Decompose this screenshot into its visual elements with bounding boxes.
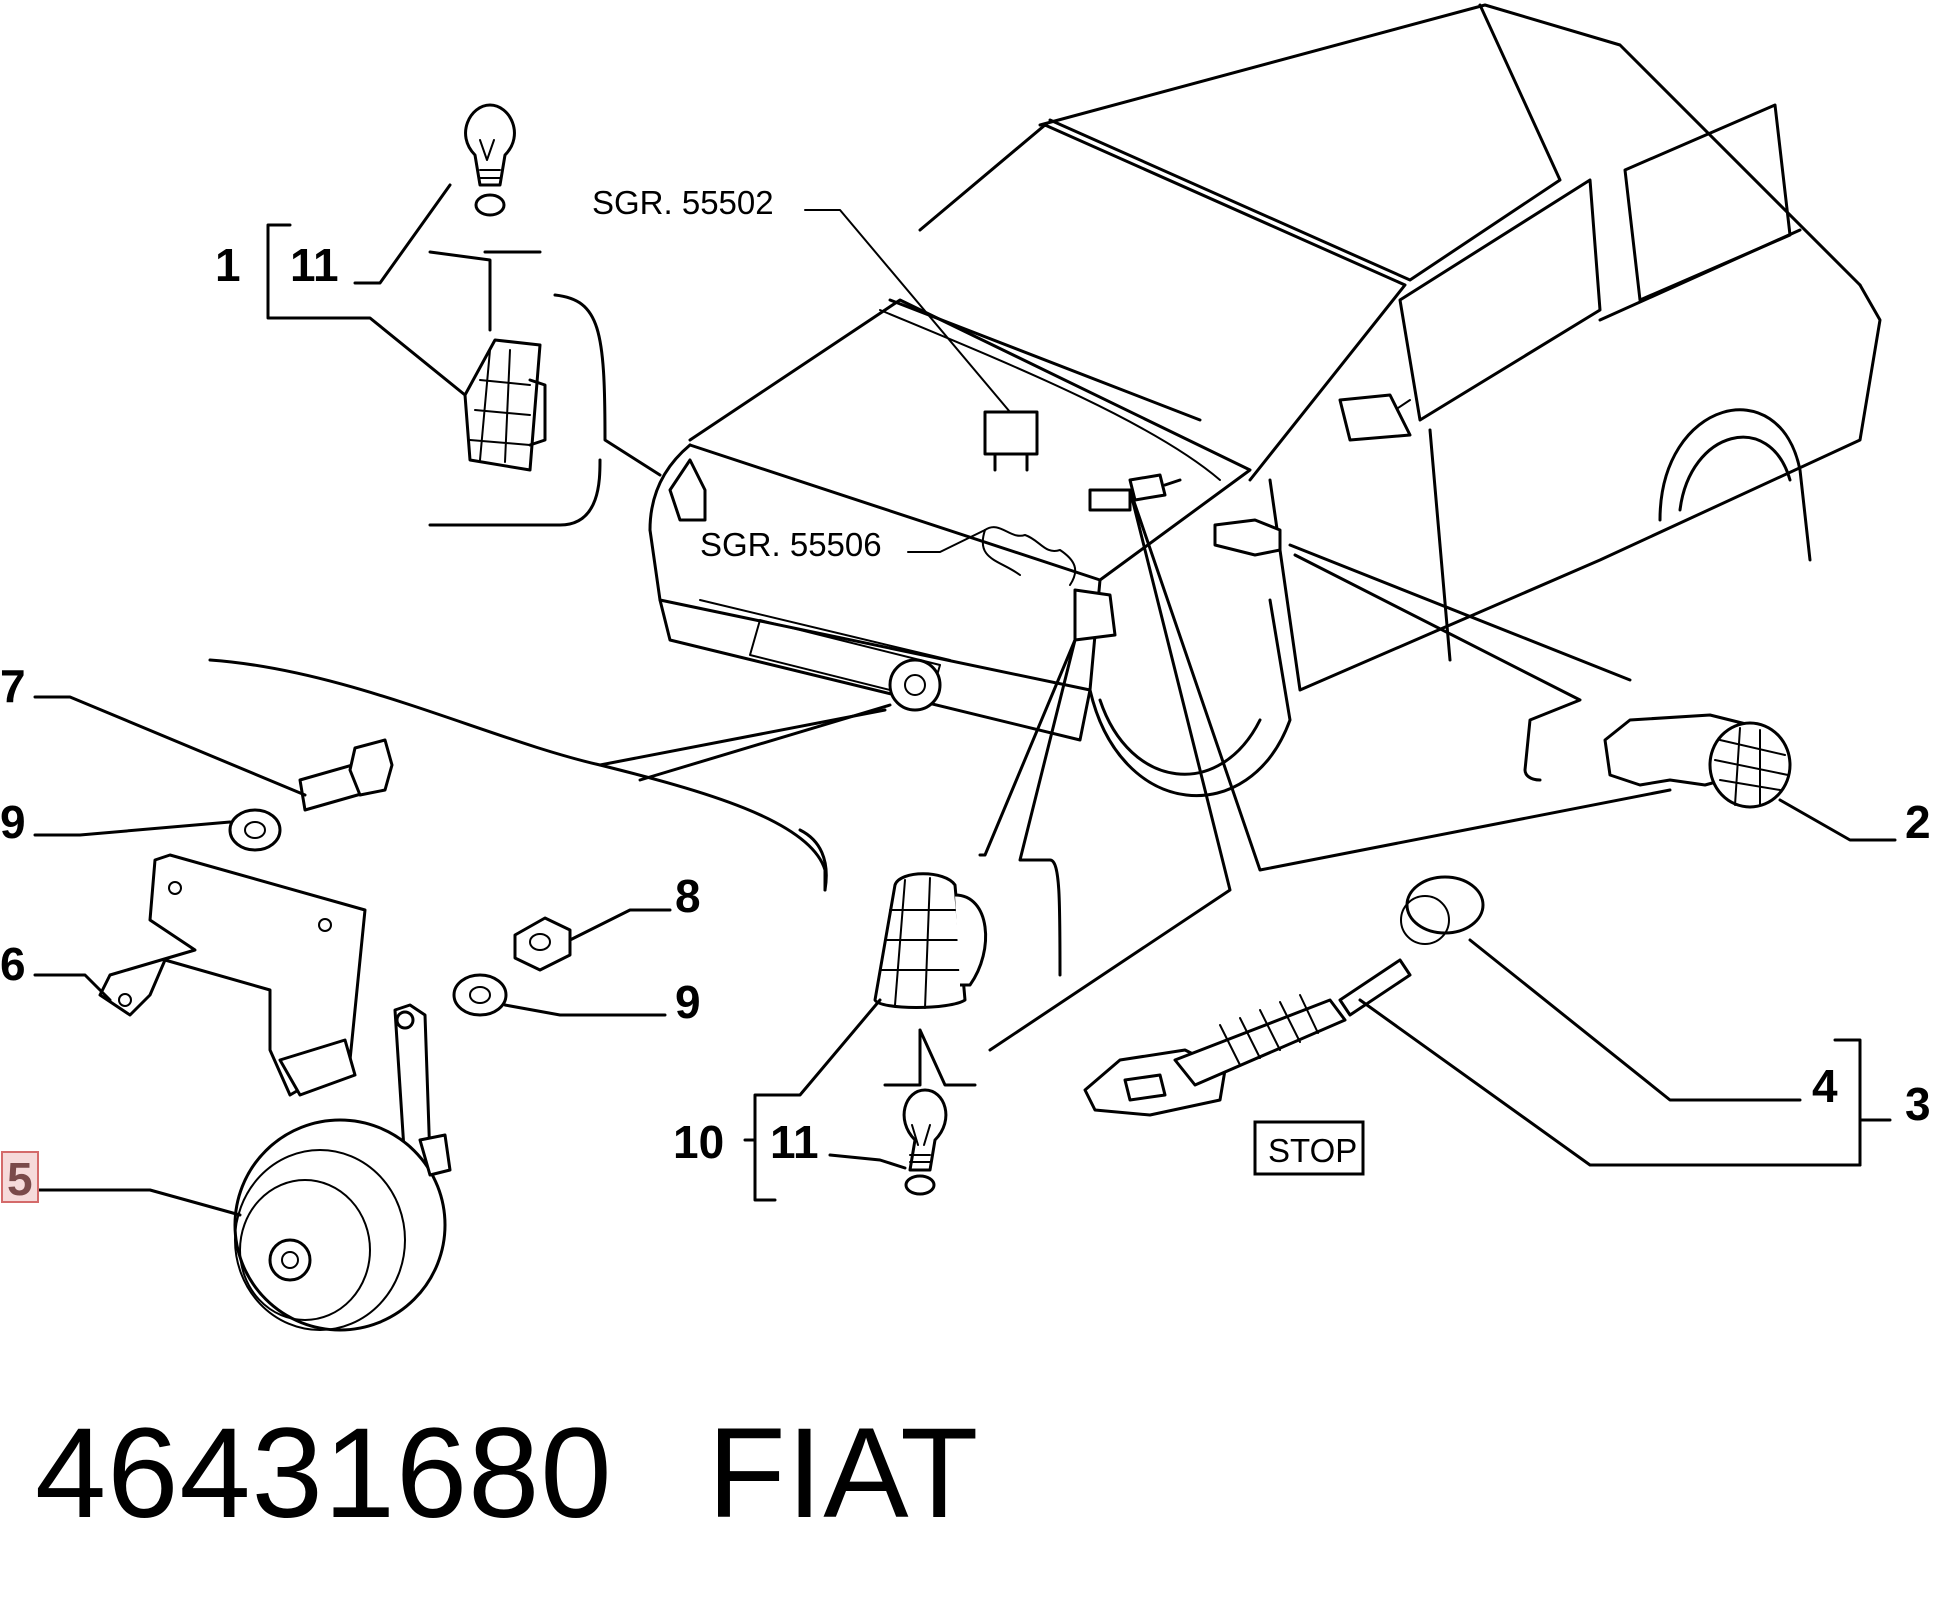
indicator-leader-1 [553,293,662,477]
front-indicator-10 [873,872,988,1009]
car-body-outline [648,3,1882,798]
sgr-55506-leader [907,529,986,553]
callout-5-highlight[interactable] [1,1151,39,1203]
horn-nut-8 [513,916,572,972]
horn-small [888,658,942,712]
sgr-55502-leader [804,209,1011,413]
horn-washer-9b [452,973,508,1017]
callout-3: 3 [1905,1078,1931,1130]
bulb-icon-bottom [902,1088,948,1196]
side-repeater-small [1213,518,1282,557]
callout-4: 4 [1812,1060,1838,1112]
callout-11-bottom: 11 [770,1116,819,1168]
callout-11-top: 11 [290,239,339,291]
bracket-3-4 [1833,1038,1892,1167]
part-number: 46431680 [35,1402,613,1545]
side-repeater-lamp-2 [1603,713,1792,809]
front-indicator-left-small [668,458,707,522]
callout-1: 1 [215,239,241,291]
callout-9-right: 9 [675,976,701,1028]
callout-6: 6 [0,938,26,990]
relay-component [983,410,1039,472]
callout-8: 8 [675,870,701,922]
callout-10: 10 [673,1116,724,1168]
callout-7: 7 [0,660,26,712]
indicator-lamp-assembly-1 [463,338,547,472]
stop-switch-3 [1083,958,1412,1117]
bulb-icon-top [464,103,516,217]
hood-switch [1088,473,1182,512]
callout-2: 2 [1905,796,1931,848]
horn-bracket-6 [98,853,367,1097]
ref-sgr-55502: SGR. 55502 [592,184,774,221]
stop-switch-nut-4 [1400,875,1485,945]
callout-5[interactable]: 5 [7,1153,33,1205]
stop-label: STOP [1268,1132,1357,1169]
stop-label-box [1253,1120,1365,1176]
brand-name: FIAT [707,1402,980,1545]
part-number-footer: 46431680 FIAT [35,1400,979,1547]
wiring-harness [981,526,1077,586]
horn-5 [233,1003,452,1332]
ref-sgr-55506: SGR. 55506 [700,526,882,563]
callout-bracket-1 [266,223,467,397]
callout-9-left: 9 [0,796,26,848]
horn-bolt-7 [298,738,394,812]
front-indicator-right-small [1073,588,1117,642]
horn-washer-9a [228,808,282,852]
